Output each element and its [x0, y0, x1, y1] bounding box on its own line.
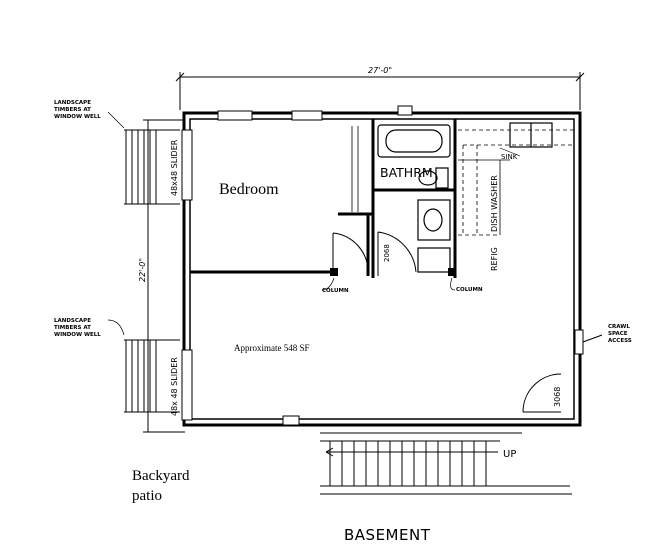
sink-label: SINK: [501, 153, 518, 161]
backyard-label: Backyard patio: [132, 468, 193, 504]
door-3068-label: 3068: [553, 387, 562, 407]
bathroom-label: BATHRM: [380, 165, 433, 180]
exterior-walls: [182, 111, 582, 427]
door-2068-label: 2068: [383, 244, 391, 262]
sink-basin: [509, 122, 553, 148]
bedroom-label: Bedroom: [219, 181, 279, 198]
bathroom-door: [377, 231, 417, 276]
width-dimension: [175, 72, 585, 110]
landscape-timbers-top: [124, 129, 180, 205]
bathroom-vanity: [417, 199, 451, 273]
stairs: [320, 432, 572, 495]
refrigerator-label: REFIG: [490, 247, 499, 271]
area-label: Approximate 548 SF: [234, 343, 310, 353]
bathtub: [377, 124, 451, 158]
entry-door: [522, 373, 562, 413]
bedroom-door: [332, 232, 369, 273]
height-dimension: [143, 119, 185, 433]
column-label-right: COLUMN: [456, 287, 483, 293]
landscape-note-bottom: LANDSCAPE TIMBERS AT WINDOW WELL: [54, 318, 101, 338]
stairs-up-label: UP: [503, 449, 516, 460]
slider-label-top: 48x48 SLIDER: [170, 139, 179, 196]
landscape-note-top: LANDSCAPE TIMBERS AT WINDOW WELL: [54, 100, 101, 120]
crawl-space-access: [574, 329, 603, 355]
column-leaders: [321, 277, 456, 291]
crawl-space-label: CRAWL SPACE ACCESS: [608, 324, 632, 344]
sink-leader: [499, 147, 521, 157]
columns: [330, 268, 456, 276]
landscape-timbers-bottom: [124, 339, 180, 413]
toilet: [418, 167, 449, 189]
landscape-leaders: [107, 111, 125, 336]
width-dimension-label: 27'-0": [368, 66, 392, 75]
window-markers: [181, 105, 413, 426]
height-dimension-label: 22'-0": [138, 258, 147, 282]
dishwasher-label: DISH WASHER: [490, 175, 499, 232]
column-label-left: COLUMN: [322, 288, 349, 294]
slider-label-bottom: 48x 48 SLIDER: [170, 357, 179, 416]
floor-name: BASEMENT: [344, 526, 431, 544]
kitchen-counter: [458, 129, 575, 236]
bedroom-walls: [190, 126, 373, 276]
bathroom-walls: [371, 119, 457, 278]
